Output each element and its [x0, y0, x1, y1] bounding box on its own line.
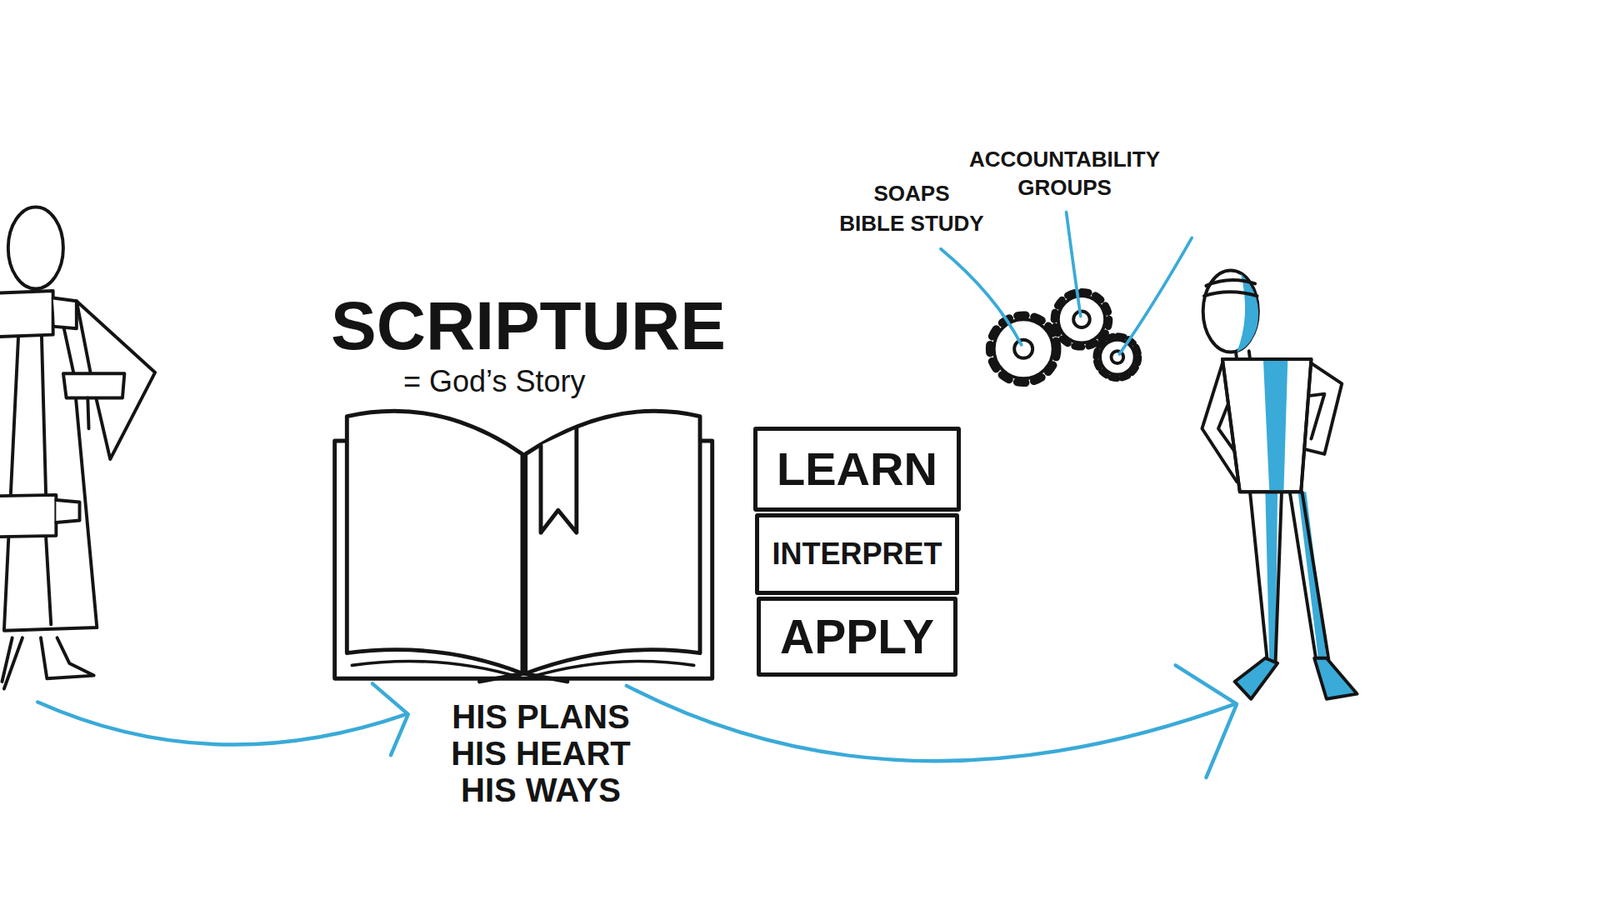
heading: SCRIPTURE — [330, 293, 726, 359]
book-page — [346, 410, 523, 674]
process-box: APPLY — [756, 596, 958, 677]
leader-line — [1066, 212, 1081, 317]
robe — [4, 305, 97, 630]
gear-teeth — [1095, 335, 1139, 379]
leader-line — [940, 249, 1022, 345]
torso-shade — [1263, 359, 1288, 492]
gear — [1100, 340, 1135, 375]
finger — [87, 398, 89, 430]
pointing-hand — [63, 373, 125, 398]
bookmark — [540, 428, 577, 533]
foot — [1314, 658, 1357, 700]
arrow-head — [1175, 665, 1237, 778]
arrow-line — [626, 685, 1235, 761]
gears — [990, 291, 1140, 383]
leader-line — [1119, 237, 1192, 355]
gear-hub — [1014, 340, 1033, 359]
foot — [1, 637, 22, 689]
box-text: INTERPRET — [771, 539, 942, 570]
callout-label: SOAPS BIBLE STUDY — [828, 178, 995, 239]
head — [1203, 270, 1259, 352]
book-page — [525, 410, 700, 674]
box-text: LEARN — [776, 445, 938, 493]
open-book — [335, 410, 713, 682]
scripture-group: SCRIPTURE = God’s StoryHIS PLANS HIS HEAR… — [329, 293, 730, 817]
callout-label: ACCOUNTABILITY GROUPS — [958, 145, 1171, 202]
arm — [1308, 394, 1325, 440]
process-box: INTERPRET — [755, 513, 960, 595]
standing-figure — [1201, 270, 1357, 699]
arrow-head — [372, 683, 409, 755]
arrow-line — [37, 701, 406, 745]
headband — [1204, 280, 1258, 296]
flow-arrows — [37, 665, 1237, 778]
legs — [1250, 491, 1329, 661]
gear — [1058, 295, 1105, 343]
book-spine — [480, 673, 568, 682]
process-box: LEARN — [753, 426, 961, 512]
gear — [994, 319, 1054, 379]
robe-line — [40, 305, 51, 625]
robed-figure — [0, 207, 155, 690]
head — [8, 207, 64, 290]
torso — [1222, 359, 1312, 492]
foot — [1235, 658, 1278, 700]
hand — [55, 500, 80, 523]
gear-teeth — [990, 315, 1058, 383]
hand — [53, 298, 77, 330]
foot — [40, 637, 95, 679]
leg-shade — [1265, 491, 1326, 661]
drawing — [0, 207, 1358, 778]
torso-outline — [1222, 359, 1312, 492]
arm — [0, 290, 54, 337]
box-text: APPLY — [780, 613, 935, 661]
gear-teeth — [1054, 291, 1110, 347]
subheading: = God’s Story — [403, 365, 585, 399]
body-text: HIS PLANS HIS HEART HIS WAYS — [436, 698, 645, 809]
arm — [0, 495, 56, 537]
